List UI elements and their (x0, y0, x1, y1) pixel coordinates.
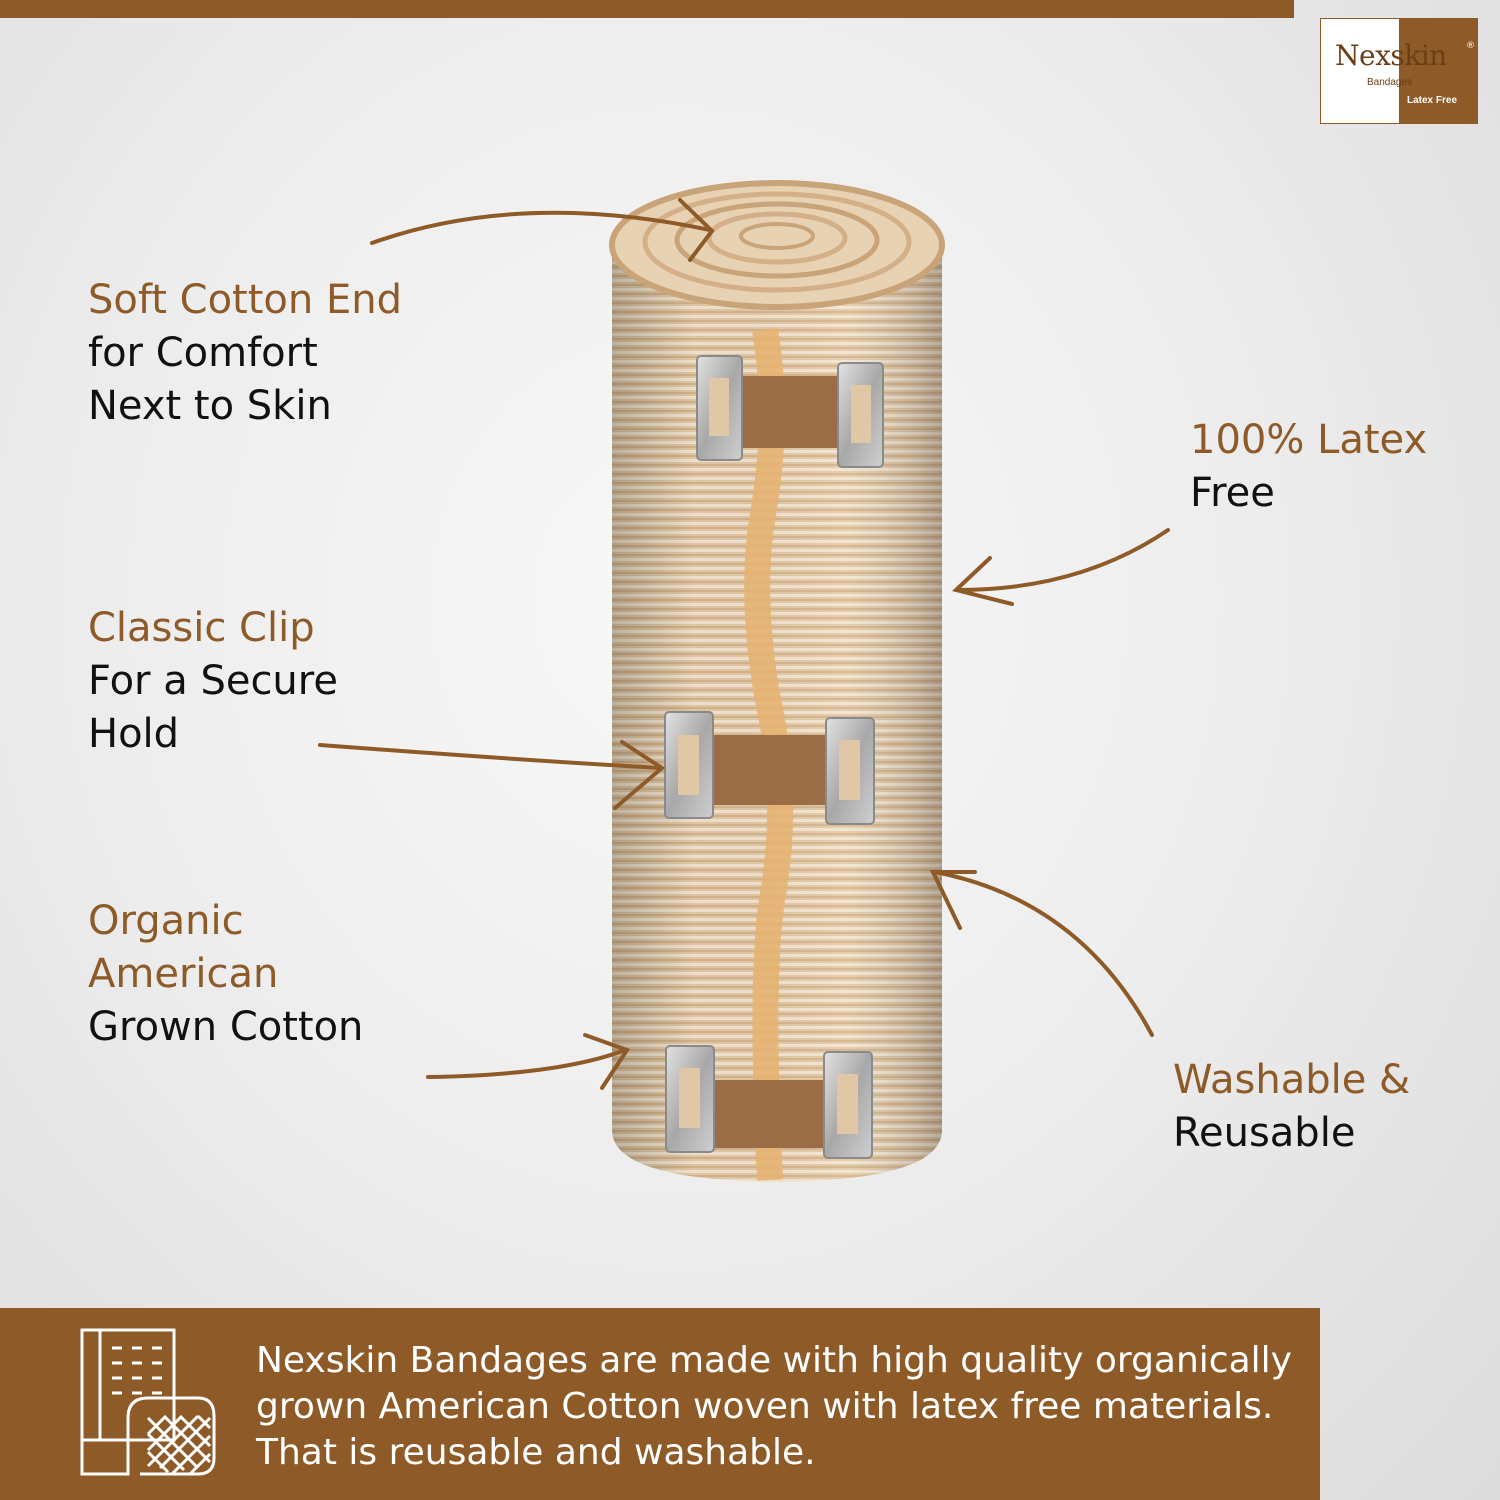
logo-wordmark: Nexskin (1335, 39, 1447, 72)
feature-classic-clip: Classic Clip For a Secure Hold (88, 602, 338, 761)
bandage-wrap-icon (80, 1328, 216, 1476)
feature-latex-free: 100% Latex Free (1190, 414, 1427, 520)
logo-subtitle: Bandages (1367, 77, 1413, 88)
feature-line: Free (1190, 470, 1275, 516)
feature-line: Hold (88, 711, 180, 757)
top-accent-bar (0, 0, 1294, 18)
arrow-left-bottom-icon (426, 1033, 631, 1090)
arrow-top-left-icon (370, 198, 715, 262)
feature-line: Grown Cotton (88, 1004, 364, 1050)
feature-line: Next to Skin (88, 383, 332, 429)
footer-banner: Nexskin Bandages are made with high qual… (0, 1308, 1320, 1500)
feature-line: Reusable (1173, 1110, 1356, 1156)
feature-line: for Comfort (88, 330, 318, 376)
feature-line: For a Secure (88, 658, 338, 704)
logo-tagline: Latex Free (1407, 95, 1458, 106)
arrow-right-top-icon (951, 528, 1170, 606)
footer-description: Nexskin Bandages are made with high qual… (256, 1340, 1292, 1473)
feature-title: Classic Clip (88, 605, 315, 651)
feature-washable: Washable & Reusable (1173, 1054, 1410, 1160)
feature-title: Washable & (1173, 1057, 1411, 1103)
feature-title: 100% Latex (1190, 417, 1428, 463)
feature-title: Soft Cotton End (88, 277, 402, 323)
feature-organic-cotton: Organic American Grown Cotton (88, 895, 363, 1054)
arrow-right-bottom-icon (929, 870, 1154, 1037)
feature-title: Organic (88, 898, 244, 944)
feature-title: American (88, 951, 279, 997)
arrow-left-middle-icon (318, 740, 666, 810)
feature-soft-cotton-end: Soft Cotton End for Comfort Next to Skin (88, 274, 402, 433)
brand-logo: Nexskin ® Bandages Latex Free (1320, 18, 1478, 124)
logo-registered-mark: ® (1466, 41, 1475, 51)
